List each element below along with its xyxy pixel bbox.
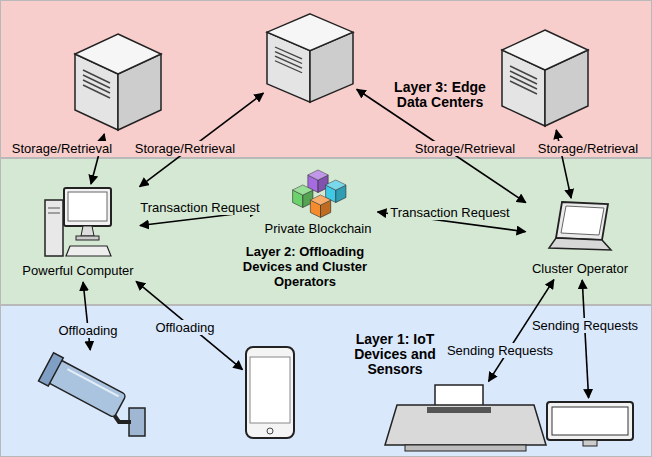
icon-part [326, 180, 346, 190]
icon-part [68, 192, 107, 221]
server-node [265, 12, 355, 104]
server-icon [265, 12, 355, 104]
printer-icon [383, 383, 548, 453]
edge-label: Storage/Retrieval [133, 141, 237, 156]
phone-icon [244, 345, 296, 440]
icon-part [293, 185, 313, 195]
icon-part [310, 195, 330, 205]
node-label: Powerful Computer [22, 263, 133, 279]
icon-part [308, 170, 328, 180]
icon-part [267, 428, 273, 434]
edge-label: Sending Requests [445, 343, 555, 358]
layer-title: Layer 2: Offloading Devices and Cluster … [230, 244, 380, 289]
icon-part [76, 236, 99, 240]
edge-label: Offloading [153, 320, 216, 335]
icon-part [47, 359, 126, 418]
icon-part [310, 195, 330, 205]
server-icon [500, 28, 590, 128]
monitor-node [545, 400, 635, 448]
icon-part [510, 81, 537, 94]
connector-arrow [582, 280, 588, 398]
icon-part [129, 408, 145, 436]
connector-arrow [83, 282, 90, 350]
camera-node [39, 352, 151, 440]
computer-node: Powerful Computer [18, 186, 138, 280]
edge-label: Storage/Retrieval [10, 141, 114, 156]
computer-icon [43, 186, 113, 262]
icon-part [45, 200, 63, 256]
icon-part [83, 85, 110, 98]
edge-label: Transaction Request [388, 205, 511, 220]
icon-part [275, 61, 302, 73]
camera-icon [39, 352, 151, 440]
server-node [500, 28, 590, 128]
icon-part [547, 402, 633, 440]
icon-part [293, 185, 313, 195]
connector-arrow [357, 89, 526, 202]
icon-part [39, 353, 128, 421]
icon-part [308, 170, 328, 180]
icon-part [385, 405, 546, 445]
edge-label: Offloading [56, 323, 119, 338]
icon-part [556, 202, 608, 240]
icon-part [549, 238, 611, 250]
icon-part [75, 34, 161, 74]
layer-band: Layer 2: Offloading Devices and Cluster … [0, 158, 652, 305]
server-node [73, 32, 163, 132]
icon-part [502, 30, 588, 70]
icon-part [267, 14, 353, 51]
edge-label: Storage/Retrieval [413, 141, 517, 156]
laptop-node: Cluster Operator [528, 200, 633, 278]
icon-part [48, 213, 60, 214]
connector-arrow [136, 281, 242, 369]
icon-part [405, 445, 526, 451]
phone-node [244, 345, 296, 440]
layer-band: Layer 3: Edge Data Centers [0, 0, 652, 158]
layer-title: Layer 3: Edge Data Centers [384, 80, 496, 110]
edge-label: Transaction Request [138, 200, 261, 215]
icon-part [246, 347, 294, 438]
monitor-icon [545, 400, 635, 448]
icon-part [81, 226, 94, 236]
icon-part [67, 369, 118, 396]
blockchain-node: Private Blockchain [261, 170, 376, 238]
icon-part [583, 440, 597, 446]
edge-label: Sending Requests [530, 318, 640, 333]
icon-part [326, 180, 346, 190]
icon-part [64, 188, 111, 226]
edge-label: Storage/Retrieval [536, 141, 640, 156]
icon-part [250, 357, 290, 423]
layer-title: Layer 1: IoT Devices and Sensors [349, 332, 441, 377]
icon-part [39, 353, 64, 386]
node-label: Private Blockchain [265, 221, 372, 237]
icon-part [561, 206, 604, 235]
server-icon [73, 32, 163, 132]
chain-icon [285, 170, 351, 220]
icon-part [552, 407, 628, 435]
icon-part [427, 407, 491, 413]
node-label: Cluster Operator [532, 261, 628, 277]
laptop-icon [548, 200, 612, 260]
icon-part [66, 246, 111, 256]
icon-part [48, 208, 60, 209]
printer-node [383, 383, 548, 453]
